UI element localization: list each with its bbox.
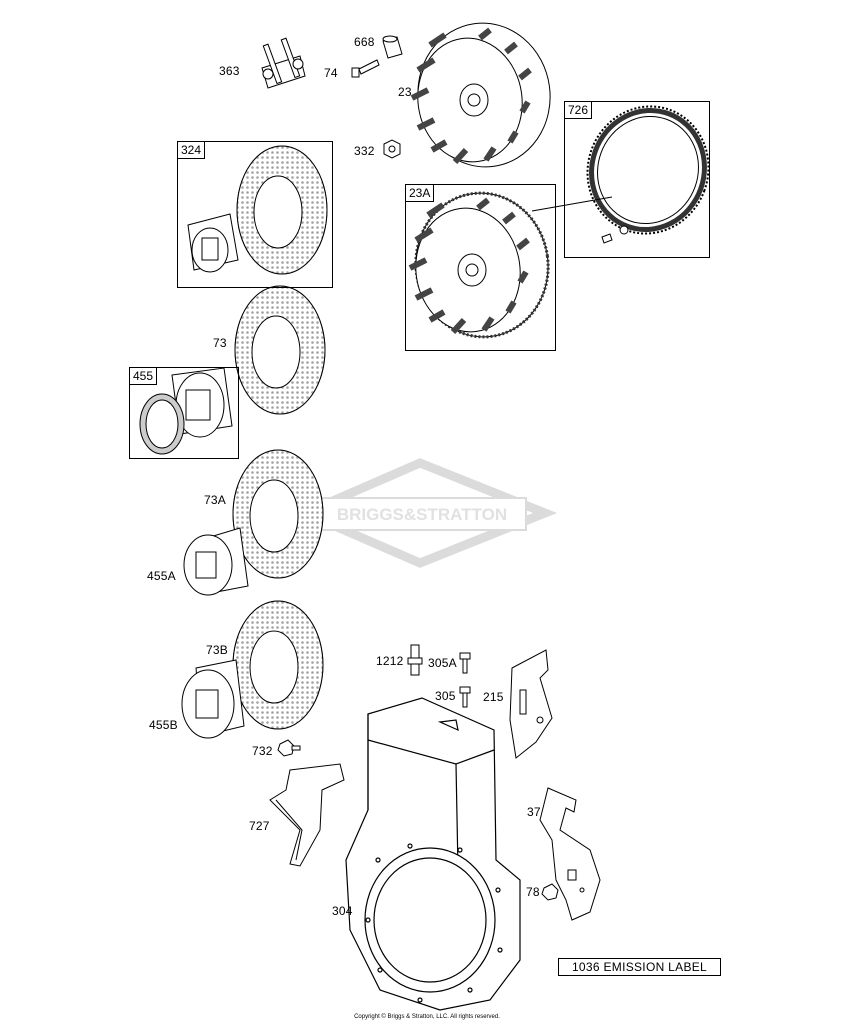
part-727-guard — [269, 763, 345, 867]
part-726-ring-gear — [586, 105, 710, 244]
box-23a: 23A — [405, 184, 556, 351]
part-668-sleeve — [382, 35, 403, 59]
callout-78: 78 — [526, 885, 540, 899]
callout-73: 73 — [213, 336, 227, 350]
callout-73b: 73B — [206, 643, 228, 657]
callout-332: 332 — [354, 144, 375, 158]
part-363-bracket — [261, 37, 306, 89]
box-726: 726 — [564, 101, 710, 258]
part-78-screw — [541, 883, 559, 901]
part-23a-flywheel — [408, 191, 550, 339]
callout-73a: 73A — [204, 493, 226, 507]
box-label-324: 324 — [177, 141, 206, 159]
callout-1212: 1212 — [376, 654, 404, 668]
part-74-bolt — [351, 59, 380, 78]
callout-668: 668 — [354, 35, 375, 49]
part-305a-screw — [459, 652, 471, 674]
part-732-screw — [277, 739, 301, 757]
brand-logo-watermark: BRIGGS&STRATTON — [293, 458, 558, 568]
part-455b-cup — [181, 659, 245, 739]
callout-305: 305 — [435, 689, 456, 703]
callout-74: 74 — [324, 66, 338, 80]
part-73b-screen — [232, 600, 324, 730]
part-455-cup — [139, 367, 233, 455]
part-1212-stud — [407, 644, 423, 676]
part-23-flywheel — [410, 22, 551, 168]
callout-455a: 455A — [147, 569, 176, 583]
callout-727: 727 — [249, 819, 270, 833]
part-37-baffle — [539, 787, 601, 921]
callout-305a: 305A — [428, 656, 457, 670]
callout-215: 215 — [483, 690, 504, 704]
callout-37: 37 — [527, 805, 541, 819]
copyright-notice: Copyright © Briggs & Stratton, LLC. All … — [354, 1014, 500, 1020]
part-73-screen — [234, 285, 326, 415]
part-215-bracket — [509, 649, 553, 759]
callout-23: 23 — [398, 85, 412, 99]
box-324: 324 — [177, 141, 333, 288]
callout-363: 363 — [219, 64, 240, 78]
part-332-nut — [383, 139, 401, 159]
leader-line-23a — [531, 196, 613, 212]
part-455a-cup — [183, 527, 249, 596]
callout-732: 732 — [252, 744, 273, 758]
part-324-screen — [187, 145, 328, 275]
box-label-455: 455 — [129, 367, 158, 385]
part-304-blower-housing — [345, 697, 521, 1011]
part-73a-screen — [232, 449, 324, 579]
box-label-726: 726 — [564, 101, 593, 119]
svg-text:BRIGGS&STRATTON: BRIGGS&STRATTON — [337, 505, 507, 524]
callout-304: 304 — [332, 904, 353, 918]
box-455: 455 — [129, 367, 239, 459]
box-label-23a: 23A — [405, 184, 435, 202]
callout-455b: 455B — [149, 718, 178, 732]
emission-label-box: 1036 EMISSION LABEL — [558, 958, 721, 976]
part-305-screw — [459, 686, 471, 708]
